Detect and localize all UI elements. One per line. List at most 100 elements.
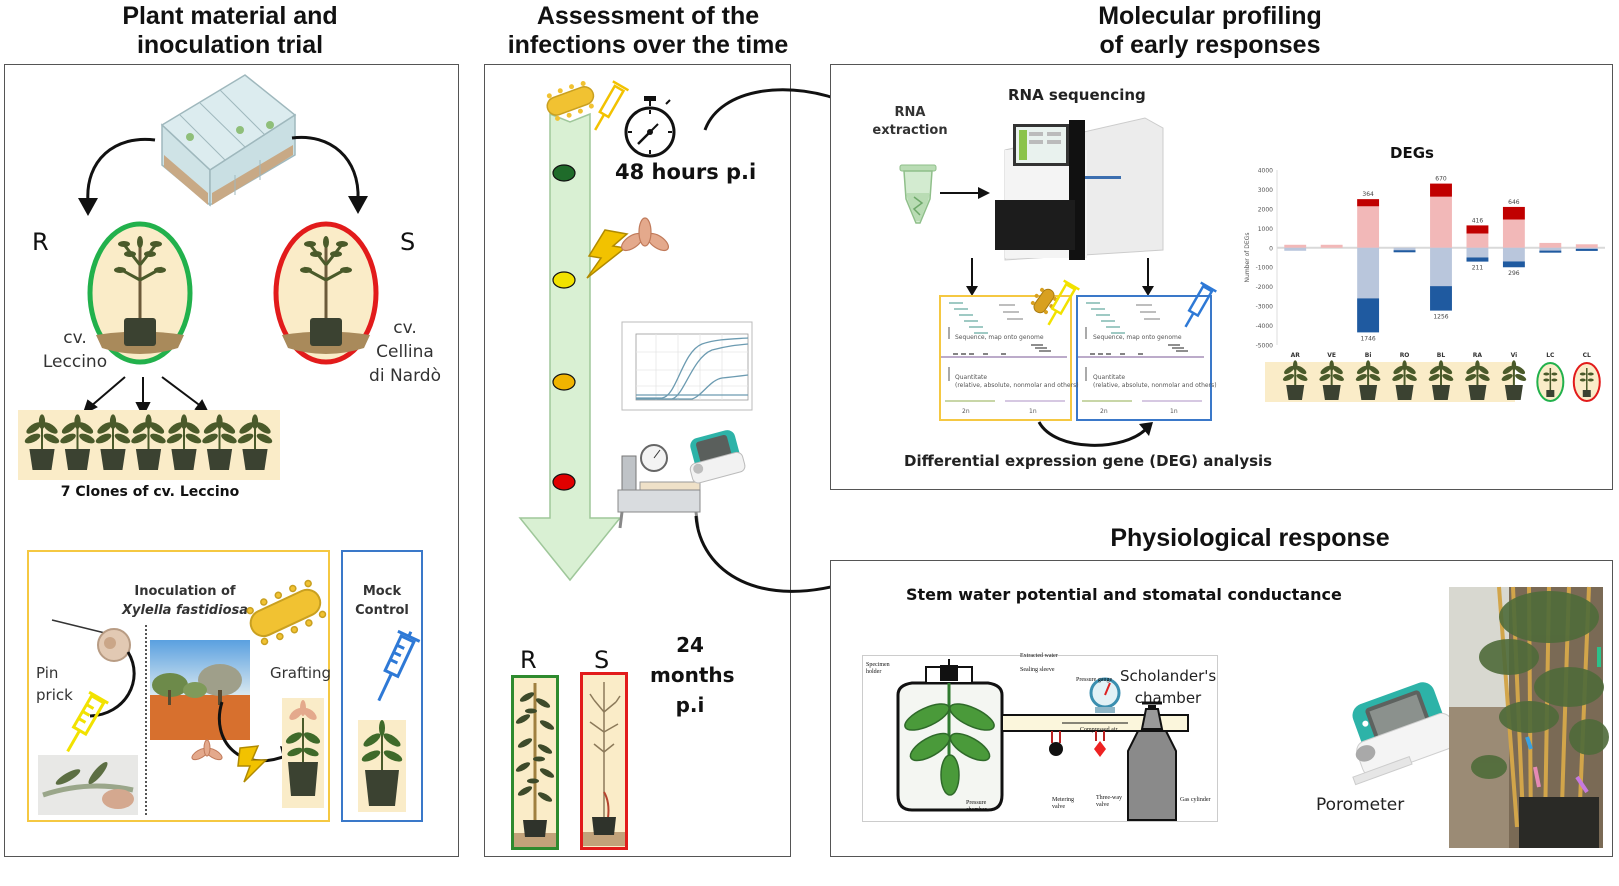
deg-bar-group-ve: [1320, 244, 1343, 248]
pipeline-step2-detail: (relative, absolute, nonmolar and others…: [955, 382, 1079, 389]
physiological-title: Physiological response: [1110, 524, 1390, 552]
timeline-dot: [552, 164, 576, 182]
mock-line2: Control: [355, 603, 409, 618]
resistant-olive-tree-icon: [87, 221, 193, 365]
timeline-dots: [552, 164, 576, 491]
timeline-leaves-icon: [620, 217, 670, 252]
xylella-bacterium-icon: [246, 579, 327, 646]
olive-orchard-photo: [150, 640, 250, 740]
bar-up-strong: [1430, 183, 1452, 197]
pipeline-1n-infected: 1n: [1029, 408, 1037, 415]
inoculation-frame: [27, 550, 330, 822]
pipeline-bacterium-icon: [1030, 287, 1058, 315]
pin-prick-line2: prick: [36, 686, 73, 704]
clone-plant-icon: [95, 414, 131, 470]
graft-leaf-icon: [191, 739, 223, 761]
grafted-plant-icon: [285, 700, 321, 796]
y-tick-label: 2000: [1258, 206, 1273, 213]
clone-plant-icon: [166, 414, 202, 470]
pipeline-infected-box: [939, 295, 1072, 421]
bar-down-total: [1284, 247, 1307, 251]
assessment-title-line1: Assessment of the: [536, 2, 760, 30]
clones-caption: 7 Clones of cv. Leccino: [60, 484, 240, 500]
x-tick-label: CL: [1583, 352, 1591, 359]
stopwatch-icon: [624, 96, 676, 158]
susceptible-label: S: [400, 228, 416, 256]
deg-plant-icon-vi: [1501, 360, 1527, 400]
compressed-air-label: Compressed air: [1080, 727, 1118, 733]
clones-group: [24, 414, 273, 470]
bar-up-total: [1575, 244, 1598, 248]
data-label-down: 296: [1508, 270, 1520, 277]
pipeline-step1-infected: Sequence, map onto genome: [955, 334, 1044, 341]
y-tick-label: 0: [1269, 245, 1273, 252]
inoculation-title-line2: Xylella fastidiosa: [121, 603, 249, 618]
grafting-label: Grafting: [270, 664, 332, 682]
resistant-label: R: [32, 228, 49, 256]
bar-down-strong: [1357, 298, 1380, 333]
bar-down-edge: [1393, 250, 1416, 253]
bar-down-total: [1393, 247, 1416, 253]
timeline-dot: [552, 473, 576, 491]
molecular-title: Molecular profiling of early responses: [1000, 2, 1420, 60]
timeline-syringe-icon: [594, 80, 630, 131]
clone-plant-icon: [237, 414, 273, 470]
deg-comparison-arrow-icon: [1037, 421, 1153, 447]
deg-plant-icon-bl: [1428, 360, 1454, 400]
timeline-bacterium-icon: [546, 81, 595, 121]
deg-bar-group-ar: [1284, 244, 1307, 251]
resistant-cultivar: cv. Leccino: [30, 326, 120, 374]
rna-extraction-line1: RNA: [894, 105, 926, 120]
lightning-icon: [237, 745, 268, 783]
rna-extraction-line2: extraction: [872, 123, 948, 138]
y-axis-label: Number of DEGs: [1244, 233, 1251, 283]
assessment-resistant-label: R: [520, 646, 537, 674]
bar-up-total: [1430, 183, 1452, 248]
pin-prick-label: Pin prick: [36, 662, 73, 706]
qpcr-amplification-plot: [621, 321, 753, 411]
late-time-label: 24 months p.i: [650, 630, 735, 720]
bar-up-total: [1357, 199, 1380, 248]
x-tick-label: LC: [1546, 352, 1555, 359]
deg-plant-icon-ve: [1319, 360, 1344, 400]
x-tick-label: RA: [1473, 352, 1483, 359]
data-label-up: 364: [1362, 191, 1374, 198]
x-tick-label: Bi: [1365, 352, 1372, 359]
susceptible-tree-24m-icon: [580, 672, 628, 850]
deg-plant-icon-ar: [1282, 360, 1308, 400]
x-tick-label: AR: [1291, 352, 1301, 359]
molecular-title-line1: Molecular profiling: [1098, 2, 1322, 30]
deg-bar-group-cl: [1575, 244, 1598, 251]
arrow-to-susceptible-icon: [291, 135, 368, 214]
pipeline-2n-mock: 2n: [1100, 408, 1108, 415]
bar-up-total: [1539, 242, 1562, 248]
pipeline-1n-mock: 1n: [1170, 408, 1178, 415]
x-tick-label: VE: [1327, 352, 1336, 359]
porometer-label: Porometer: [1316, 795, 1405, 815]
data-label-up: 670: [1435, 176, 1447, 183]
arrow-to-resistant-icon: [78, 137, 156, 216]
resistant-tree-24m-icon: [511, 675, 559, 850]
pipeline-reads: [941, 302, 1204, 402]
data-label-up: 646: [1508, 199, 1520, 206]
susceptible-cultivar: cv. Cellina di Nardò: [360, 316, 450, 388]
bar-down-edge: [1575, 248, 1598, 251]
pressure-chamber-device-icon: [617, 444, 701, 529]
susceptible-cultivar-line3: di Nardò: [369, 366, 441, 386]
y-tick-label: -4000: [1256, 323, 1274, 330]
timeline-lightning-icon: [586, 229, 629, 279]
x-tick-label: Vi: [1511, 352, 1518, 359]
mock-plant-icon: [361, 720, 403, 806]
bar-down-strong: [1430, 286, 1452, 311]
y-tick-label: -2000: [1256, 284, 1274, 291]
late-time-line3: p.i: [675, 693, 705, 717]
bar-down-total: [1539, 247, 1562, 253]
porometer-icon: [1352, 682, 1458, 786]
resistant-cultivar-line1: cv.: [63, 328, 87, 348]
bar-down-edge: [1539, 250, 1562, 253]
physiological-subtitle: Stem water potential and stomatal conduc…: [906, 585, 1342, 604]
yellow-syringe-icon: [66, 690, 109, 753]
deg-analysis-label: Differential expression gene (DEG) analy…: [904, 452, 1273, 470]
